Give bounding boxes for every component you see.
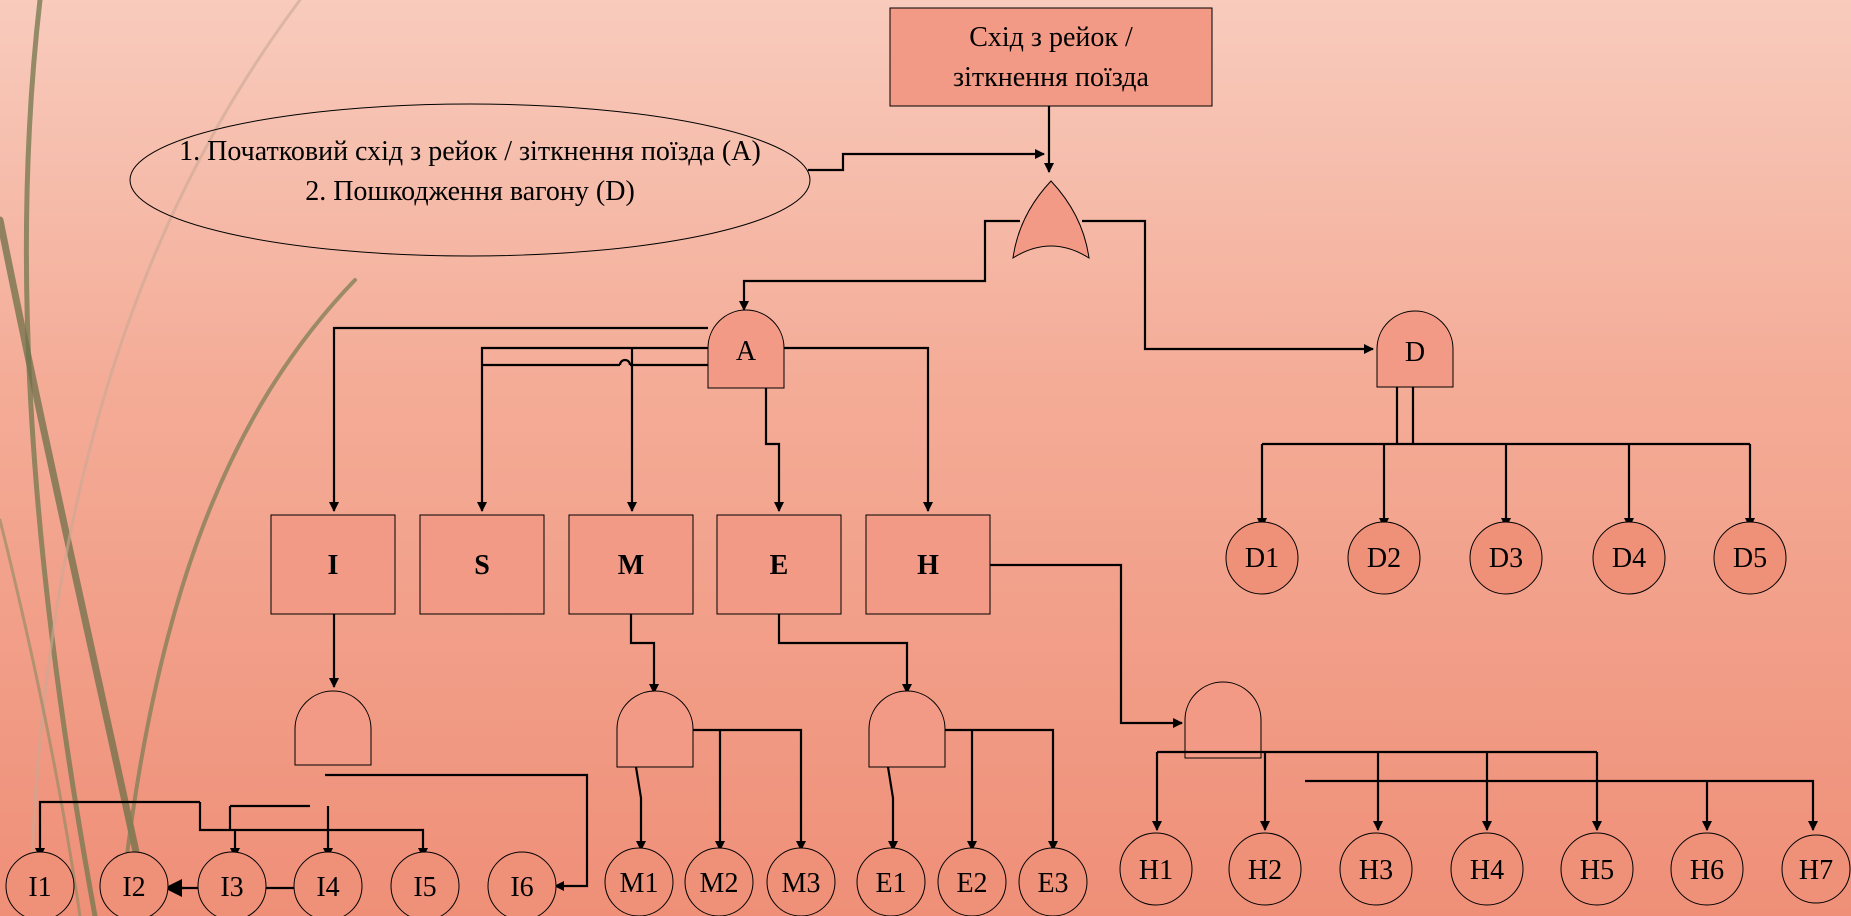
- i-events: I1 I2 I3 I4 I5 I6: [5, 851, 557, 916]
- gate-i: [294, 690, 372, 766]
- gate-h: [1184, 681, 1262, 759]
- d-events: D1 D2 D3 D4 D5: [1225, 521, 1787, 595]
- note-ellipse: 1. Початковий схід з рейок / зіткнення п…: [129, 103, 811, 257]
- event-h3: H3: [1359, 855, 1393, 886]
- event-e1: E1: [875, 868, 906, 899]
- category-i: I: [328, 550, 339, 581]
- event-h6: H6: [1690, 855, 1724, 886]
- event-i4: I4: [316, 872, 339, 903]
- gate-d-label: D: [1405, 337, 1425, 368]
- note-line1: 1. Початковий схід з рейок / зіткнення п…: [179, 136, 761, 167]
- event-i3: I3: [220, 872, 243, 903]
- event-d2: D2: [1367, 543, 1401, 574]
- or-gate: [1012, 180, 1090, 259]
- event-h4: H4: [1470, 855, 1504, 886]
- category-s: S: [474, 550, 490, 581]
- event-h2: H2: [1248, 855, 1282, 886]
- top-event-line2: зіткнення поїзда: [953, 62, 1150, 93]
- event-e3: E3: [1037, 868, 1068, 899]
- gate-d: D: [1376, 310, 1454, 388]
- event-h7: H7: [1799, 855, 1833, 886]
- event-h5: H5: [1580, 855, 1614, 886]
- event-m1: M1: [620, 868, 659, 899]
- category-boxes: I S M E H: [270, 514, 991, 615]
- gate-m: [616, 690, 694, 768]
- gate-a: A: [707, 309, 785, 389]
- event-i2: I2: [122, 872, 145, 903]
- category-m: M: [618, 550, 644, 581]
- event-d1: D1: [1245, 543, 1279, 574]
- gate-e: [868, 690, 946, 768]
- event-d3: D3: [1489, 543, 1523, 574]
- event-e2: E2: [956, 868, 987, 899]
- h-events: H1 H2 H3 H4 H5 H6 H7: [1119, 832, 1851, 906]
- event-i5: I5: [413, 872, 436, 903]
- category-h: H: [917, 550, 939, 581]
- event-m3: M3: [782, 868, 821, 899]
- event-d4: D4: [1612, 543, 1646, 574]
- event-i6: I6: [510, 872, 533, 903]
- event-i1: I1: [28, 872, 51, 903]
- event-h1: H1: [1139, 855, 1173, 886]
- event-d5: D5: [1733, 543, 1767, 574]
- top-event-line1: Схід з рейок /: [969, 22, 1133, 53]
- event-m2: M2: [700, 868, 739, 899]
- category-e: E: [770, 550, 789, 581]
- e-events: E1 E2 E3: [856, 847, 1088, 916]
- gate-a-label: A: [736, 336, 757, 367]
- m-events: M1 M2 M3: [604, 847, 836, 916]
- note-line2: 2. Пошкодження вагону (D): [305, 176, 635, 207]
- top-event-box: Схід з рейок / зіткнення поїзда: [889, 7, 1213, 107]
